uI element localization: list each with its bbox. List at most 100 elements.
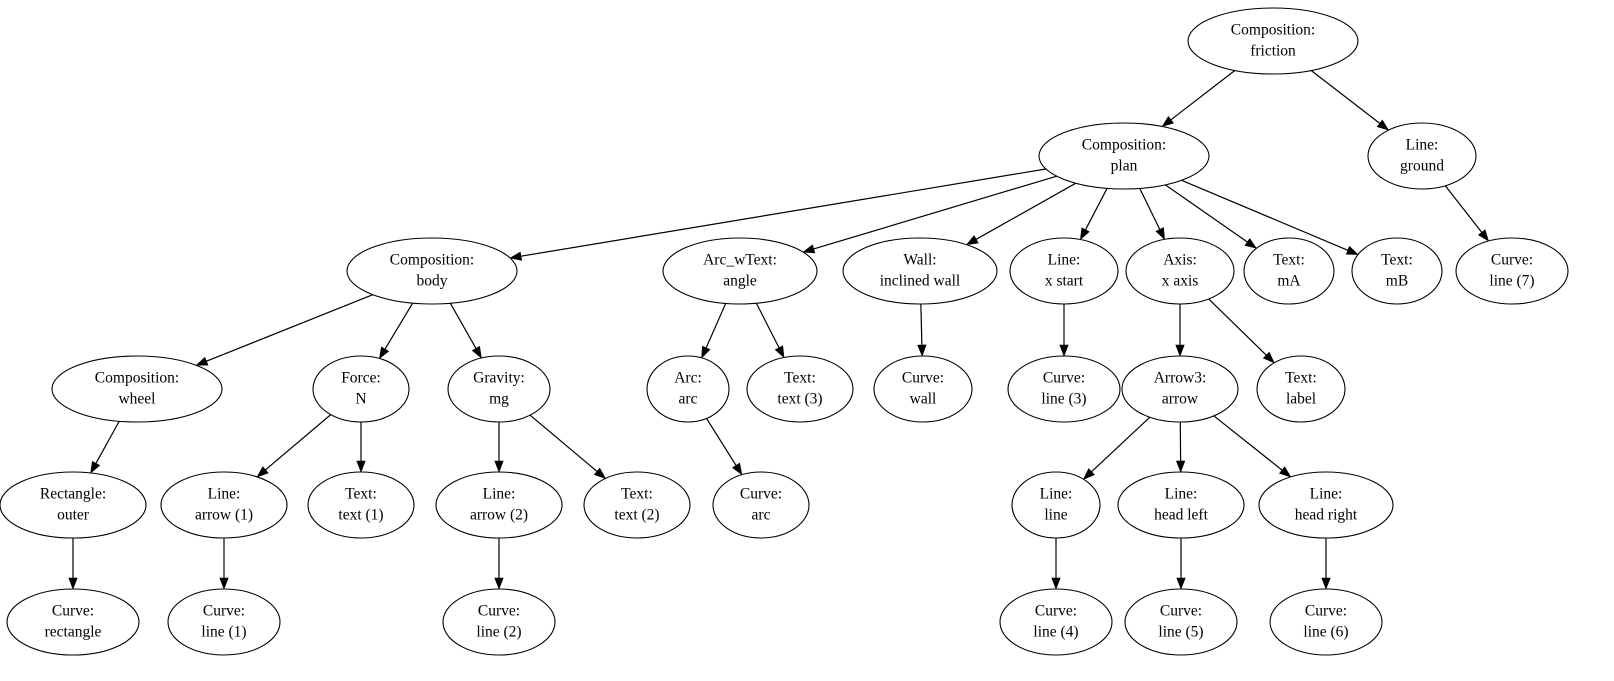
graph-node[interactable]: Force:N bbox=[312, 355, 410, 423]
node-ellipse[interactable] bbox=[662, 237, 818, 305]
arrowhead-icon bbox=[917, 344, 927, 357]
node-ellipse[interactable] bbox=[873, 355, 973, 423]
graph-node[interactable]: Composition:friction bbox=[1187, 7, 1359, 75]
node-label-type: Composition: bbox=[390, 252, 474, 269]
node-label-name: arc bbox=[679, 391, 698, 408]
node-ellipse[interactable] bbox=[1125, 237, 1235, 305]
graph-node[interactable]: Axis:x axis bbox=[1125, 237, 1235, 305]
graph-edge bbox=[706, 418, 737, 466]
graph-node[interactable]: Curve:line (2) bbox=[442, 588, 556, 656]
graph-node[interactable]: Curve:line (1) bbox=[167, 588, 281, 656]
graph-node[interactable]: Line:arrow (2) bbox=[435, 471, 563, 539]
arrowhead-icon bbox=[965, 235, 979, 246]
arrowhead-icon bbox=[1175, 460, 1186, 473]
node-ellipse[interactable] bbox=[1124, 588, 1238, 656]
node-ellipse[interactable] bbox=[346, 237, 518, 305]
arrowhead-icon bbox=[90, 460, 101, 474]
arrowhead-icon bbox=[732, 462, 743, 476]
node-ellipse[interactable] bbox=[51, 355, 223, 423]
arrowhead-icon bbox=[1051, 577, 1061, 590]
node-ellipse[interactable] bbox=[712, 471, 810, 539]
graph-node[interactable]: Arc:arc bbox=[646, 355, 730, 423]
graph-node[interactable]: Composition:wheel bbox=[51, 355, 223, 423]
graph-node[interactable]: Curve:line (7) bbox=[1455, 237, 1569, 305]
node-label-name: arrow (2) bbox=[470, 507, 528, 524]
node-ellipse[interactable] bbox=[1187, 7, 1359, 75]
node-ellipse[interactable] bbox=[583, 471, 691, 539]
node-ellipse[interactable] bbox=[1038, 122, 1210, 190]
graph-node[interactable]: Curve:line (6) bbox=[1269, 588, 1383, 656]
graph-node[interactable]: Curve:line (4) bbox=[999, 588, 1113, 656]
node-ellipse[interactable] bbox=[1243, 237, 1335, 305]
node-ellipse[interactable] bbox=[1007, 355, 1121, 423]
node-ellipse[interactable] bbox=[1117, 471, 1245, 539]
arrowhead-icon bbox=[195, 356, 209, 366]
graph-node[interactable]: Text:mA bbox=[1243, 237, 1335, 305]
node-ellipse[interactable] bbox=[1256, 355, 1346, 423]
node-label-type: Arrow3: bbox=[1154, 370, 1207, 387]
node-ellipse[interactable] bbox=[1011, 471, 1101, 539]
graph-node[interactable]: Composition:plan bbox=[1038, 122, 1210, 190]
graph-node[interactable]: Rectangle:outer bbox=[0, 471, 147, 539]
graph-node[interactable]: Line:head left bbox=[1117, 471, 1245, 539]
node-ellipse[interactable] bbox=[442, 588, 556, 656]
graph-node[interactable]: Line:ground bbox=[1367, 122, 1477, 190]
node-ellipse[interactable] bbox=[1121, 355, 1239, 423]
graph-node[interactable]: Curve:arc bbox=[712, 471, 810, 539]
graph-node[interactable]: Composition:body bbox=[346, 237, 518, 305]
node-label-name: line (3) bbox=[1041, 391, 1086, 408]
node-label-name: line (5) bbox=[1158, 624, 1203, 641]
edges-layer bbox=[68, 70, 1490, 590]
node-ellipse[interactable] bbox=[167, 588, 281, 656]
node-ellipse[interactable] bbox=[447, 355, 551, 423]
graph-node[interactable]: Curve:rectangle bbox=[6, 588, 140, 656]
node-ellipse[interactable] bbox=[307, 471, 415, 539]
graph-node[interactable]: Curve:wall bbox=[873, 355, 973, 423]
node-label-type: Curve: bbox=[1160, 603, 1202, 620]
node-ellipse[interactable] bbox=[1455, 237, 1569, 305]
graph-node[interactable]: Text:label bbox=[1256, 355, 1346, 423]
node-ellipse[interactable] bbox=[0, 471, 147, 539]
arrowhead-icon bbox=[1059, 344, 1069, 357]
graph-node[interactable]: Curve: line (5) bbox=[1124, 588, 1238, 656]
node-ellipse[interactable] bbox=[6, 588, 140, 656]
node-ellipse[interactable] bbox=[160, 471, 288, 539]
graph-node[interactable]: Line:x start bbox=[1009, 237, 1119, 305]
graph-node[interactable]: Text:text (3) bbox=[746, 355, 854, 423]
node-ellipse[interactable] bbox=[435, 471, 563, 539]
graph-node[interactable]: Arrow3:arrow bbox=[1121, 355, 1239, 423]
node-ellipse[interactable] bbox=[1367, 122, 1477, 190]
graph-node[interactable]: Wall:inclined wall bbox=[842, 237, 998, 305]
node-label-name: text (1) bbox=[338, 507, 383, 524]
node-label-type: Curve: bbox=[740, 486, 782, 503]
node-ellipse[interactable] bbox=[842, 237, 998, 305]
graph-node[interactable]: Arc_wText:angle bbox=[662, 237, 818, 305]
graph-node[interactable]: Line:head right bbox=[1258, 471, 1394, 539]
node-ellipse[interactable] bbox=[1258, 471, 1394, 539]
graph-edge bbox=[1165, 184, 1248, 243]
graph-node[interactable]: Line:arrow (1) bbox=[160, 471, 288, 539]
node-ellipse[interactable] bbox=[746, 355, 854, 423]
node-label-type: Curve: bbox=[1035, 603, 1077, 620]
graph-edge bbox=[520, 168, 1046, 257]
node-label-name: head right bbox=[1295, 507, 1358, 524]
node-label-type: Text: bbox=[784, 370, 816, 387]
node-label-name: x start bbox=[1045, 273, 1084, 290]
graph-edge bbox=[529, 414, 598, 472]
node-label-type: Curve: bbox=[1491, 252, 1533, 269]
graph-node[interactable]: Text:text (1) bbox=[307, 471, 415, 539]
node-ellipse[interactable] bbox=[1351, 237, 1443, 305]
graph-edge bbox=[813, 175, 1057, 250]
graph-node[interactable]: Line:line bbox=[1011, 471, 1101, 539]
node-ellipse[interactable] bbox=[1269, 588, 1383, 656]
arrowhead-icon bbox=[471, 345, 482, 359]
node-ellipse[interactable] bbox=[646, 355, 730, 423]
graph-node[interactable]: Gravity:mg bbox=[447, 355, 551, 423]
graph-node[interactable]: Text:text (2) bbox=[583, 471, 691, 539]
node-ellipse[interactable] bbox=[312, 355, 410, 423]
graph-node[interactable]: Text:mB bbox=[1351, 237, 1443, 305]
node-ellipse[interactable] bbox=[999, 588, 1113, 656]
graph-node[interactable]: Curve:line (3) bbox=[1007, 355, 1121, 423]
node-ellipse[interactable] bbox=[1009, 237, 1119, 305]
